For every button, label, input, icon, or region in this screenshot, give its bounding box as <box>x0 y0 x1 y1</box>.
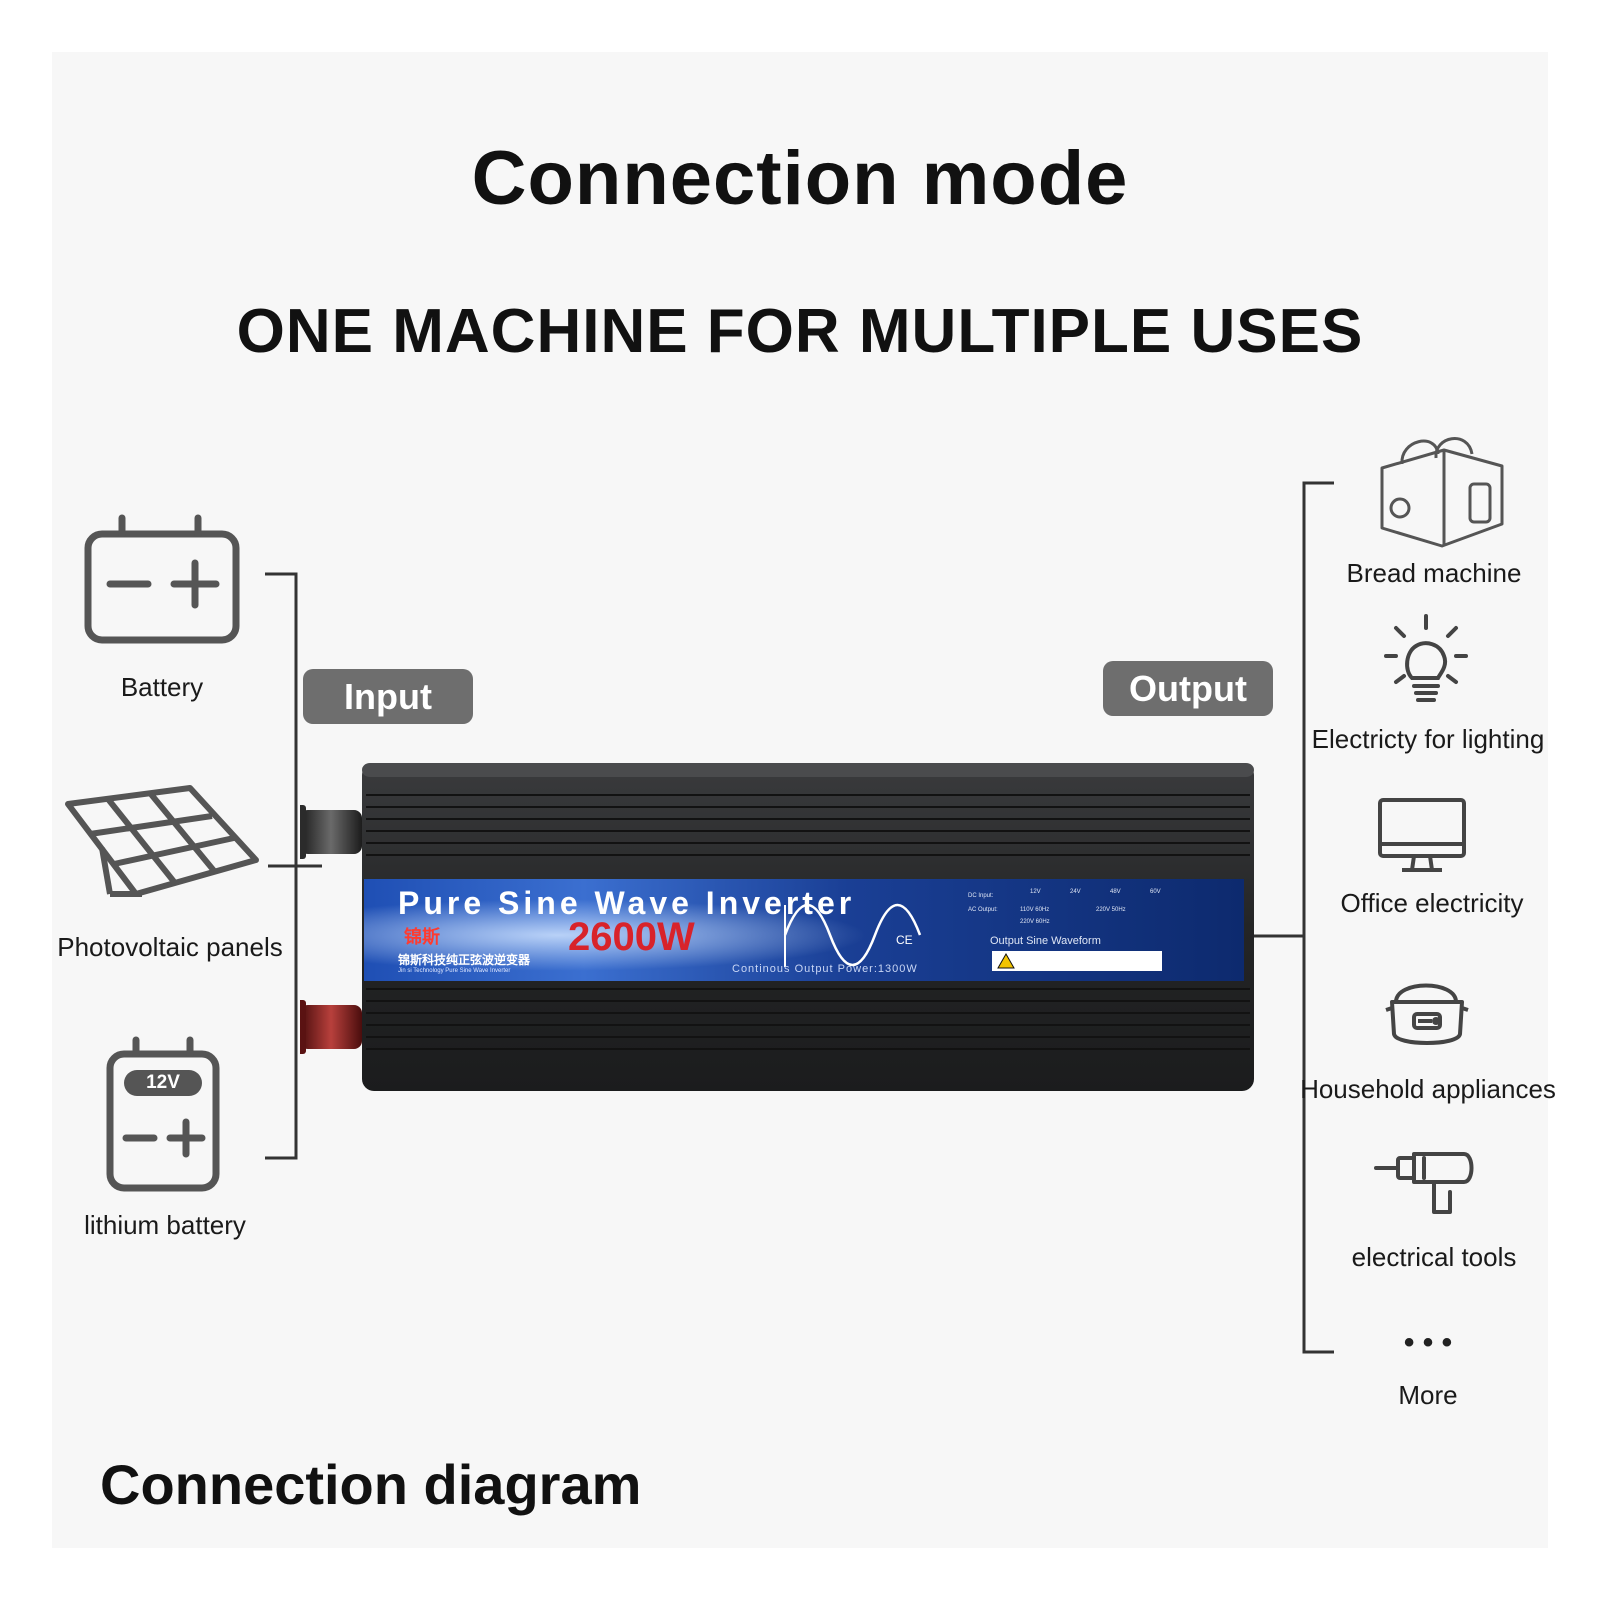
inverter-continuous-power: Continous Output Power:1300W <box>732 963 918 975</box>
monitor-icon <box>1378 798 1466 872</box>
ce-mark: CE <box>896 933 913 947</box>
dc-option: 60V <box>1150 889 1161 895</box>
ac-output-label: AC Output: <box>968 907 998 913</box>
source-label-battery: Battery <box>120 672 204 702</box>
drill-icon <box>1374 1152 1474 1214</box>
inverter-power-rating: 2600W <box>568 915 695 959</box>
output-pill: Output <box>1103 661 1273 716</box>
source-label-photovoltaic: Photovoltaic panels <box>57 932 283 962</box>
warning-sticker <box>992 951 1162 971</box>
output-bracket <box>1302 481 1334 1354</box>
load-label-tools: electrical tools <box>1351 1242 1517 1272</box>
ac-option: 110V 60Hz <box>1020 907 1050 913</box>
dc-option: 24V <box>1070 889 1081 895</box>
ellipsis-icon: • • • <box>1403 1326 1453 1359</box>
source-label-lithium: lithium battery <box>84 1210 246 1240</box>
battery-icon <box>84 514 240 644</box>
inverter-title: Pure Sine Wave Inverter <box>398 885 856 921</box>
load-label-more: More <box>1398 1380 1458 1410</box>
page-subtitle: ONE MACHINE FOR MULTIPLE USES <box>236 297 1364 366</box>
ac-option: 220V 50Hz <box>1096 907 1126 913</box>
dc-input-label: DC Input: <box>968 893 994 899</box>
load-label-household: Household appliances <box>1300 1074 1556 1104</box>
toaster-icon <box>1380 437 1504 548</box>
page-title: Connection mode <box>471 136 1129 221</box>
dc-option: 48V <box>1110 889 1121 895</box>
inverter-spec-block: DC Input: 12V 24V 48V 60V AC Output: 110… <box>968 889 1208 973</box>
load-label-office: Office electricity <box>1340 888 1524 918</box>
ac-option: 220V 60Hz <box>1020 919 1050 925</box>
dc-option: 12V <box>1030 889 1041 895</box>
inverter-brand-line: 锦斯科技纯正弦波逆变器 <box>398 953 531 967</box>
solar-panel-icon <box>65 785 259 897</box>
lithium-battery-icon <box>106 1036 220 1192</box>
light-bulb-icon <box>1384 614 1468 702</box>
lithium-voltage-badge: 12V <box>146 1072 180 1093</box>
rice-cooker-icon <box>1385 983 1469 1045</box>
waveform-label: Output Sine Waveform <box>990 935 1101 947</box>
input-pill: Input <box>303 669 473 724</box>
load-label-bread-machine: Bread machine <box>1346 558 1522 588</box>
warning-icon <box>997 952 1015 969</box>
footer-title: Connection diagram <box>100 1453 642 1516</box>
inverter-brand-sub: Jin si Technology Pure Sine Wave Inverte… <box>398 968 511 974</box>
inverter-device: Pure Sine Wave Inverter 锦斯 2600W 锦斯科技纯正弦… <box>300 755 1255 1100</box>
load-label-lighting: Electricty for lighting <box>1311 724 1545 754</box>
inverter-brand: 锦斯 <box>404 927 440 947</box>
